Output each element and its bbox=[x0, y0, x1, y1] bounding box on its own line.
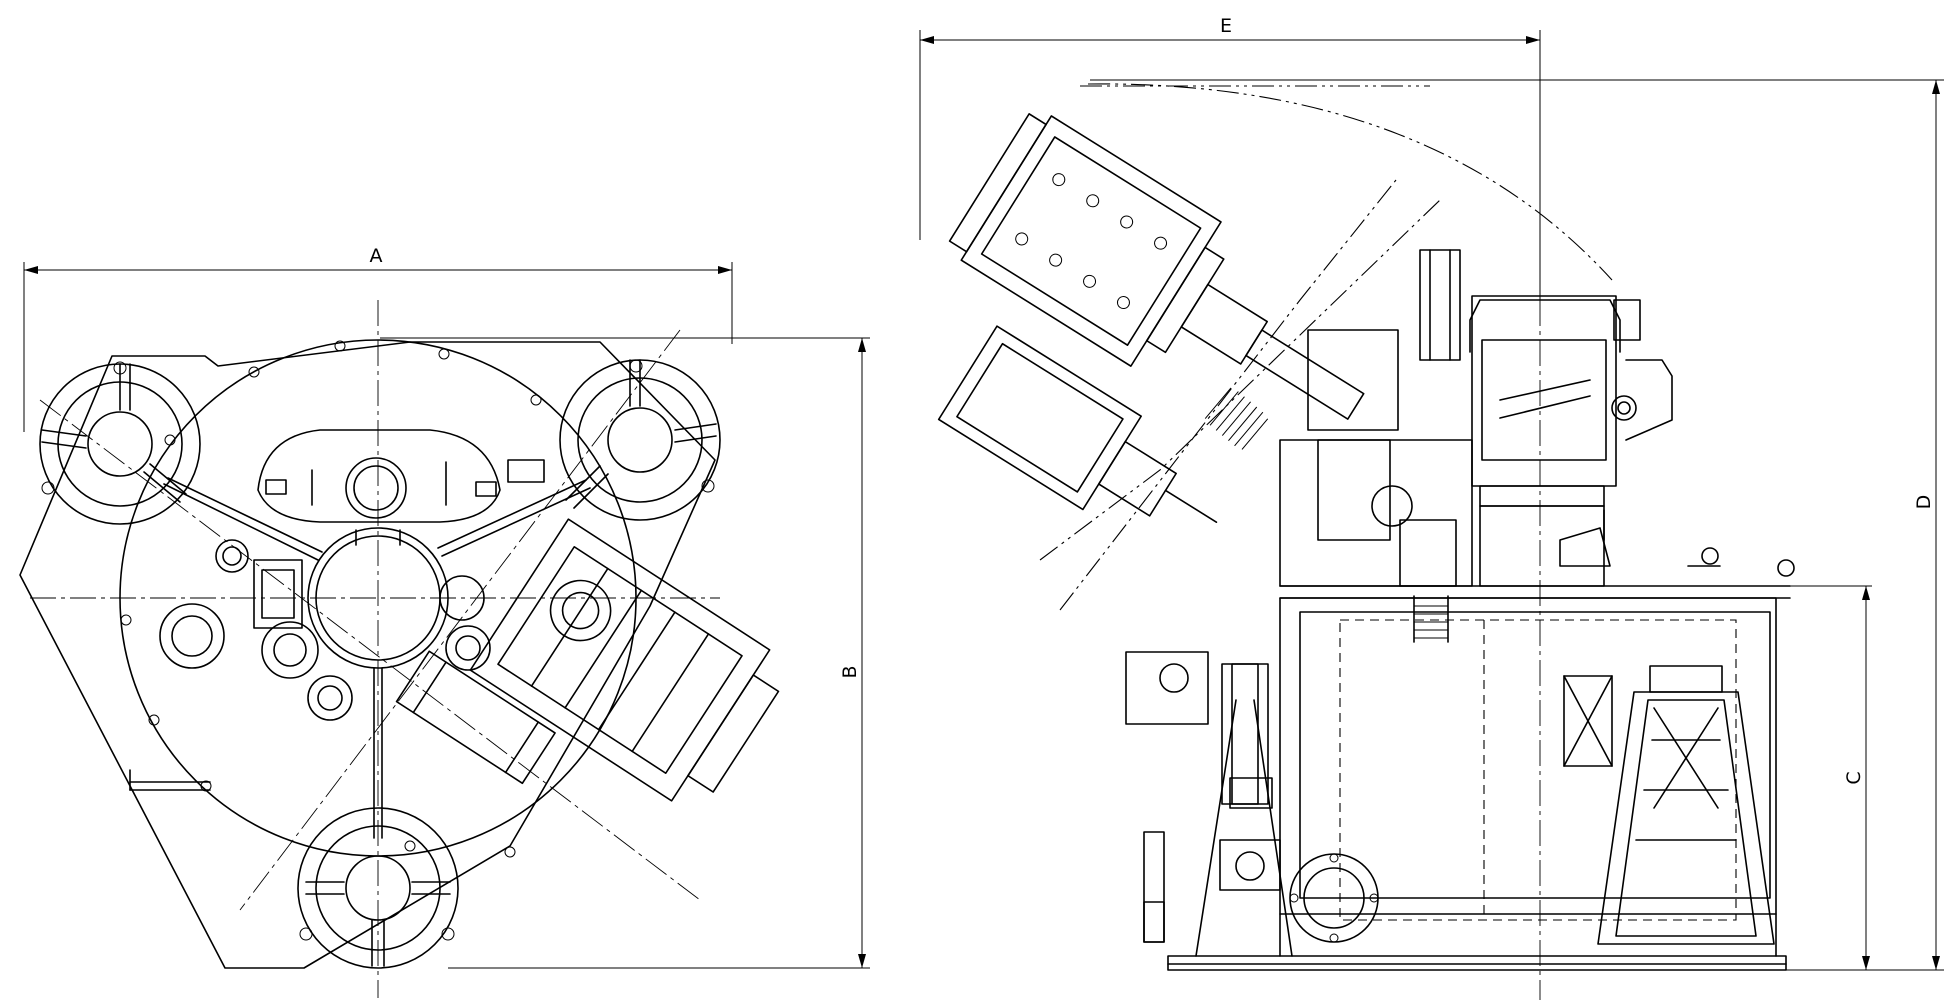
suspension-post-bottom bbox=[297, 807, 459, 969]
plan-drive-assembly bbox=[469, 518, 780, 802]
side-top-motor bbox=[1469, 295, 1673, 587]
suspension-post-top-left bbox=[39, 361, 201, 525]
dimension-label-b: B bbox=[839, 665, 861, 678]
side-tilted-drive-assembly bbox=[948, 113, 1365, 420]
plan-central-bowl bbox=[307, 527, 449, 669]
plan-base-frame bbox=[19, 341, 716, 969]
side-elevation-view: E D C bbox=[919, 15, 1944, 1000]
side-swing-arc bbox=[1087, 83, 1613, 281]
dimension-label-a: A bbox=[370, 245, 383, 267]
dimension-label-d: D bbox=[1913, 495, 1935, 510]
side-base-plate bbox=[1167, 955, 1787, 971]
side-support-column bbox=[1597, 691, 1775, 945]
dimension-label-c: C bbox=[1843, 771, 1865, 784]
dimension-label-e: E bbox=[1220, 15, 1232, 37]
side-main-housing bbox=[1279, 597, 1777, 915]
plan-view: A B bbox=[19, 245, 870, 998]
plan-lid bbox=[257, 429, 501, 523]
side-hydraulic-cylinder bbox=[1125, 651, 1293, 957]
suspension-post-top-right bbox=[559, 359, 721, 521]
